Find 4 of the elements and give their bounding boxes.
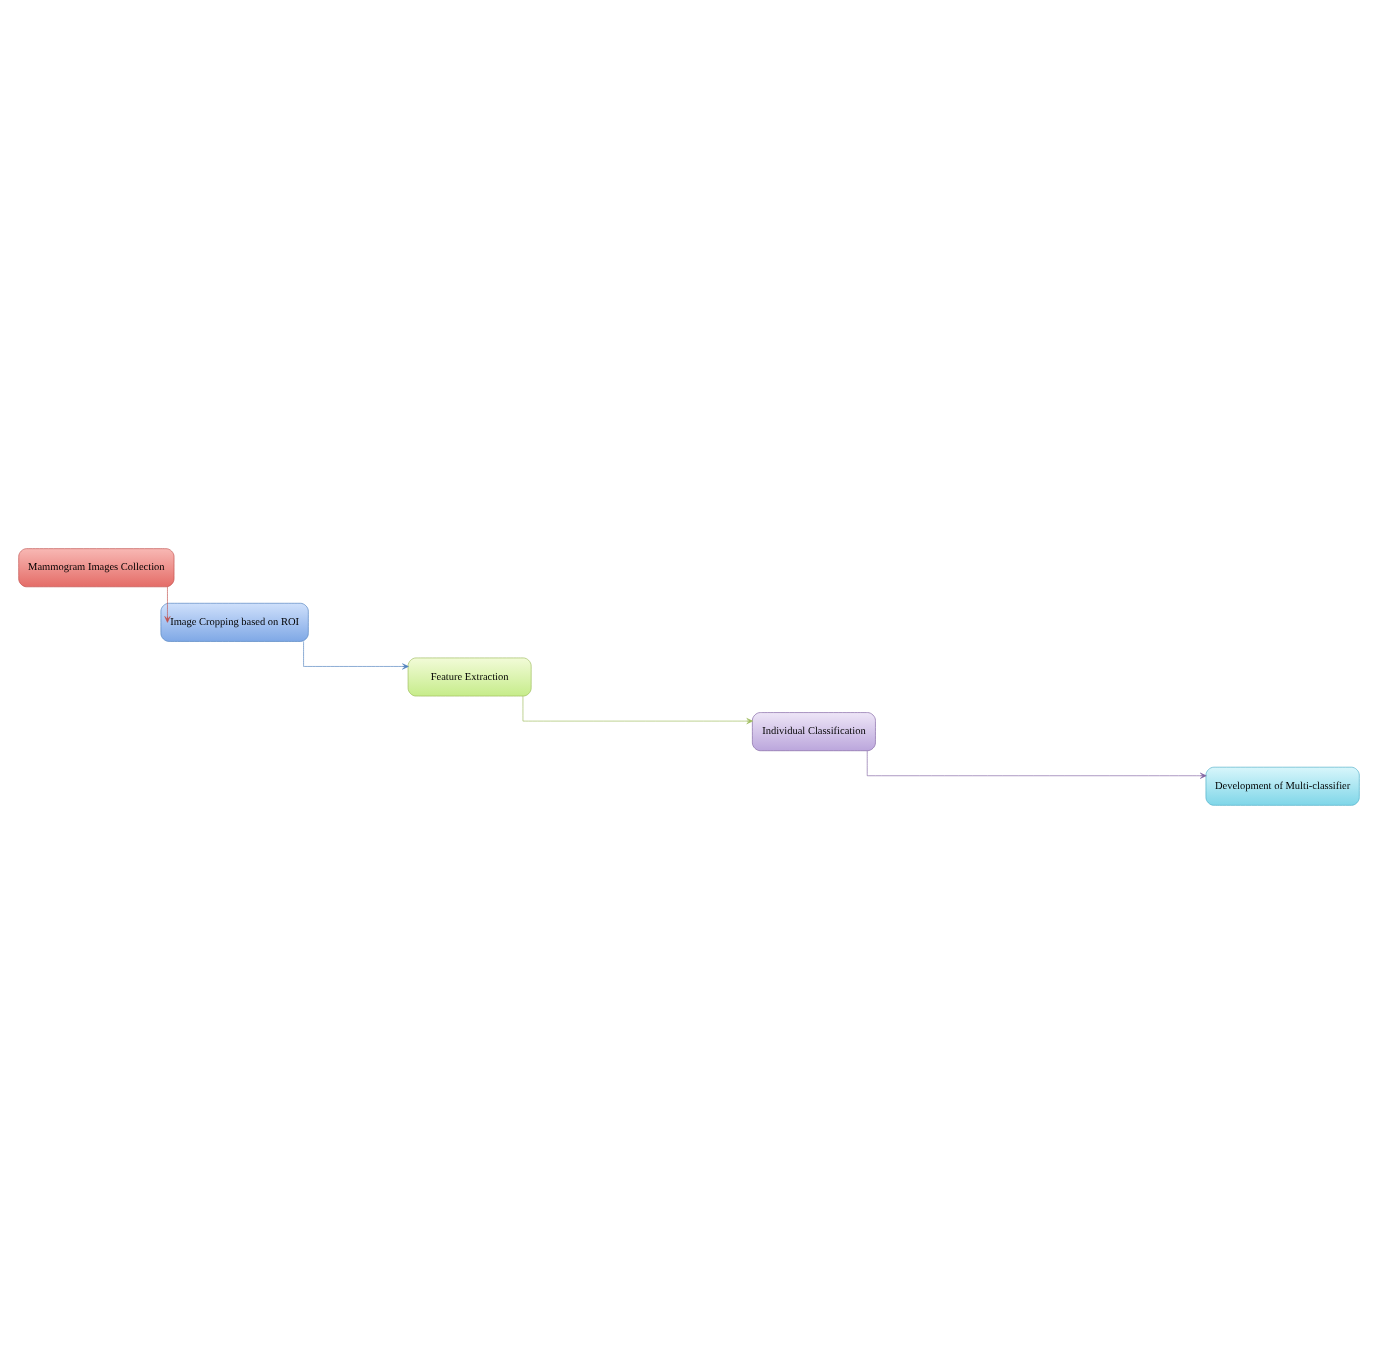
arrow — [303, 640, 409, 669]
arrow — [164, 585, 171, 622]
arrow — [866, 749, 1207, 778]
arrow — [522, 694, 754, 724]
